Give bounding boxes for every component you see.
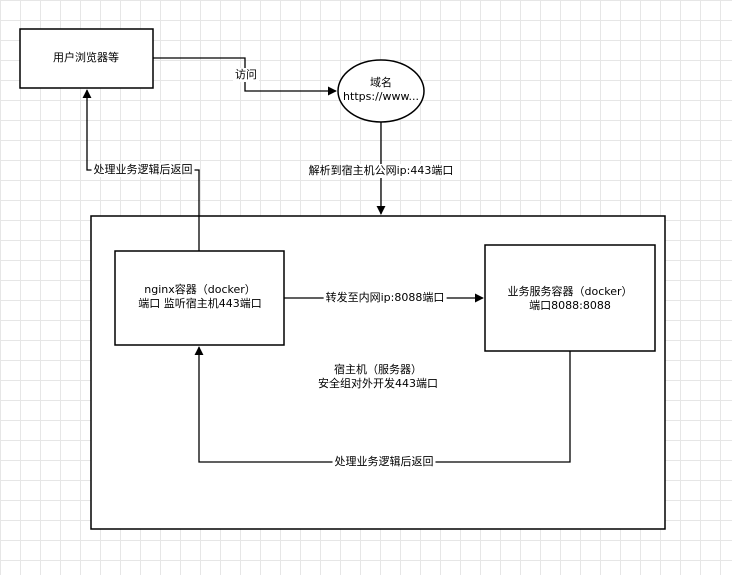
service-container-box[interactable] xyxy=(484,244,656,352)
domain-label: 域名 https://www... xyxy=(343,76,419,104)
service-label: 业务服务容器（docker） 端口8088:8088 xyxy=(507,285,632,313)
edge-visit-label: 访问 xyxy=(233,68,259,82)
browser-label-line1: 用户浏览器等 xyxy=(53,51,119,64)
service-label-line2: 端口8088:8088 xyxy=(529,299,611,312)
domain-label-line1: 域名 xyxy=(370,76,392,89)
edge-resolve-label: 解析到宿主机公网ip:443端口 xyxy=(306,164,456,178)
edge-return-outer-label: 处理业务逻辑后返回 xyxy=(91,163,195,177)
nginx-label-line2: 端口 监听宿主机443端口 xyxy=(138,297,262,310)
edge-return-inner-label: 处理业务逻辑后返回 xyxy=(332,455,436,469)
host-label-line2: 安全组对外开发443端口 xyxy=(318,377,438,390)
nginx-label-line1: nginx容器（docker） xyxy=(144,283,256,296)
edge-forward-label: 转发至内网ip:8088端口 xyxy=(323,291,447,305)
host-label: 宿主机（服务器） 安全组对外开发443端口 xyxy=(318,363,438,391)
browser-label: 用户浏览器等 xyxy=(53,51,119,65)
service-label-line1: 业务服务容器（docker） xyxy=(507,285,633,298)
nginx-label: nginx容器（docker） 端口 监听宿主机443端口 xyxy=(138,283,262,311)
host-label-line1: 宿主机（服务器） xyxy=(334,363,422,376)
domain-label-line2: https://www... xyxy=(343,90,419,103)
browser-box[interactable] xyxy=(19,28,154,89)
nginx-container-box[interactable] xyxy=(114,250,285,346)
